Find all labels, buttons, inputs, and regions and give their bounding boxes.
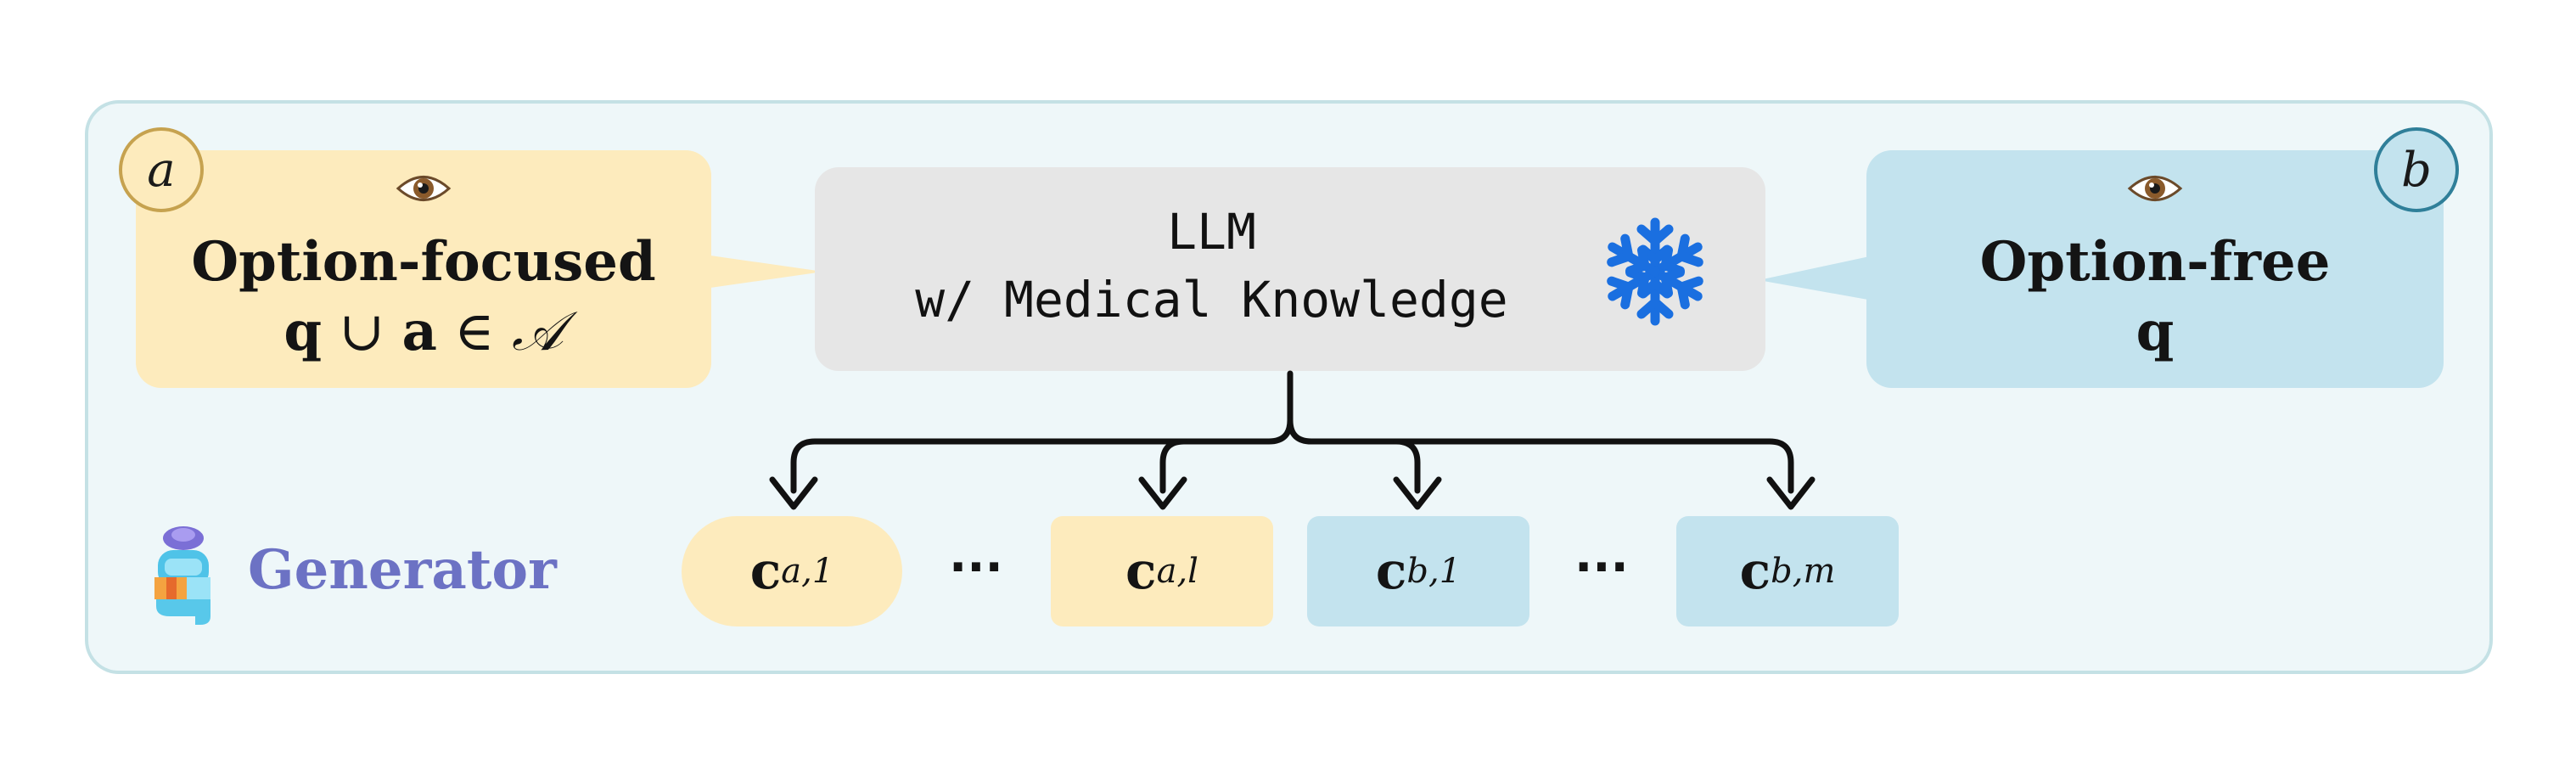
formula-set: 𝒜 — [512, 301, 564, 363]
badge-a: a — [119, 127, 204, 212]
option-focused-bubble: Option-focused q ∪ a ∈ 𝒜 — [136, 150, 711, 388]
generator-robot-icon — [154, 526, 210, 625]
eye-icon — [396, 176, 452, 201]
option-free-bubble-tail — [1759, 255, 1877, 301]
option-free-formula: q — [2135, 300, 2175, 363]
generator-label: Generator — [248, 538, 557, 602]
formula-a: a — [401, 300, 437, 363]
option-free-title: Option-free — [1979, 230, 2331, 294]
option-focused-bubble-tail — [704, 255, 823, 289]
ellipsis: ··· — [949, 540, 1003, 595]
llm-subtitle: w/ Medical Knowledge — [915, 271, 1508, 329]
option-free-bubble: Option-free q — [1866, 150, 2444, 388]
eye-icon — [2127, 176, 2183, 201]
llm-box: LLM w/ Medical Knowledge — [815, 167, 1765, 371]
snowflake-icon — [1600, 217, 1710, 327]
badge-b: b — [2374, 127, 2459, 212]
formula-union: ∪ — [322, 301, 402, 363]
formula-in: ∈ — [436, 301, 513, 363]
ellipsis: ··· — [1574, 540, 1629, 595]
formula-q: q — [283, 300, 323, 363]
llm-title: LLM — [1167, 203, 1256, 261]
option-focused-formula: q ∪ a ∈ 𝒜 — [136, 300, 711, 363]
option-focused-title: Option-focused — [191, 230, 656, 294]
